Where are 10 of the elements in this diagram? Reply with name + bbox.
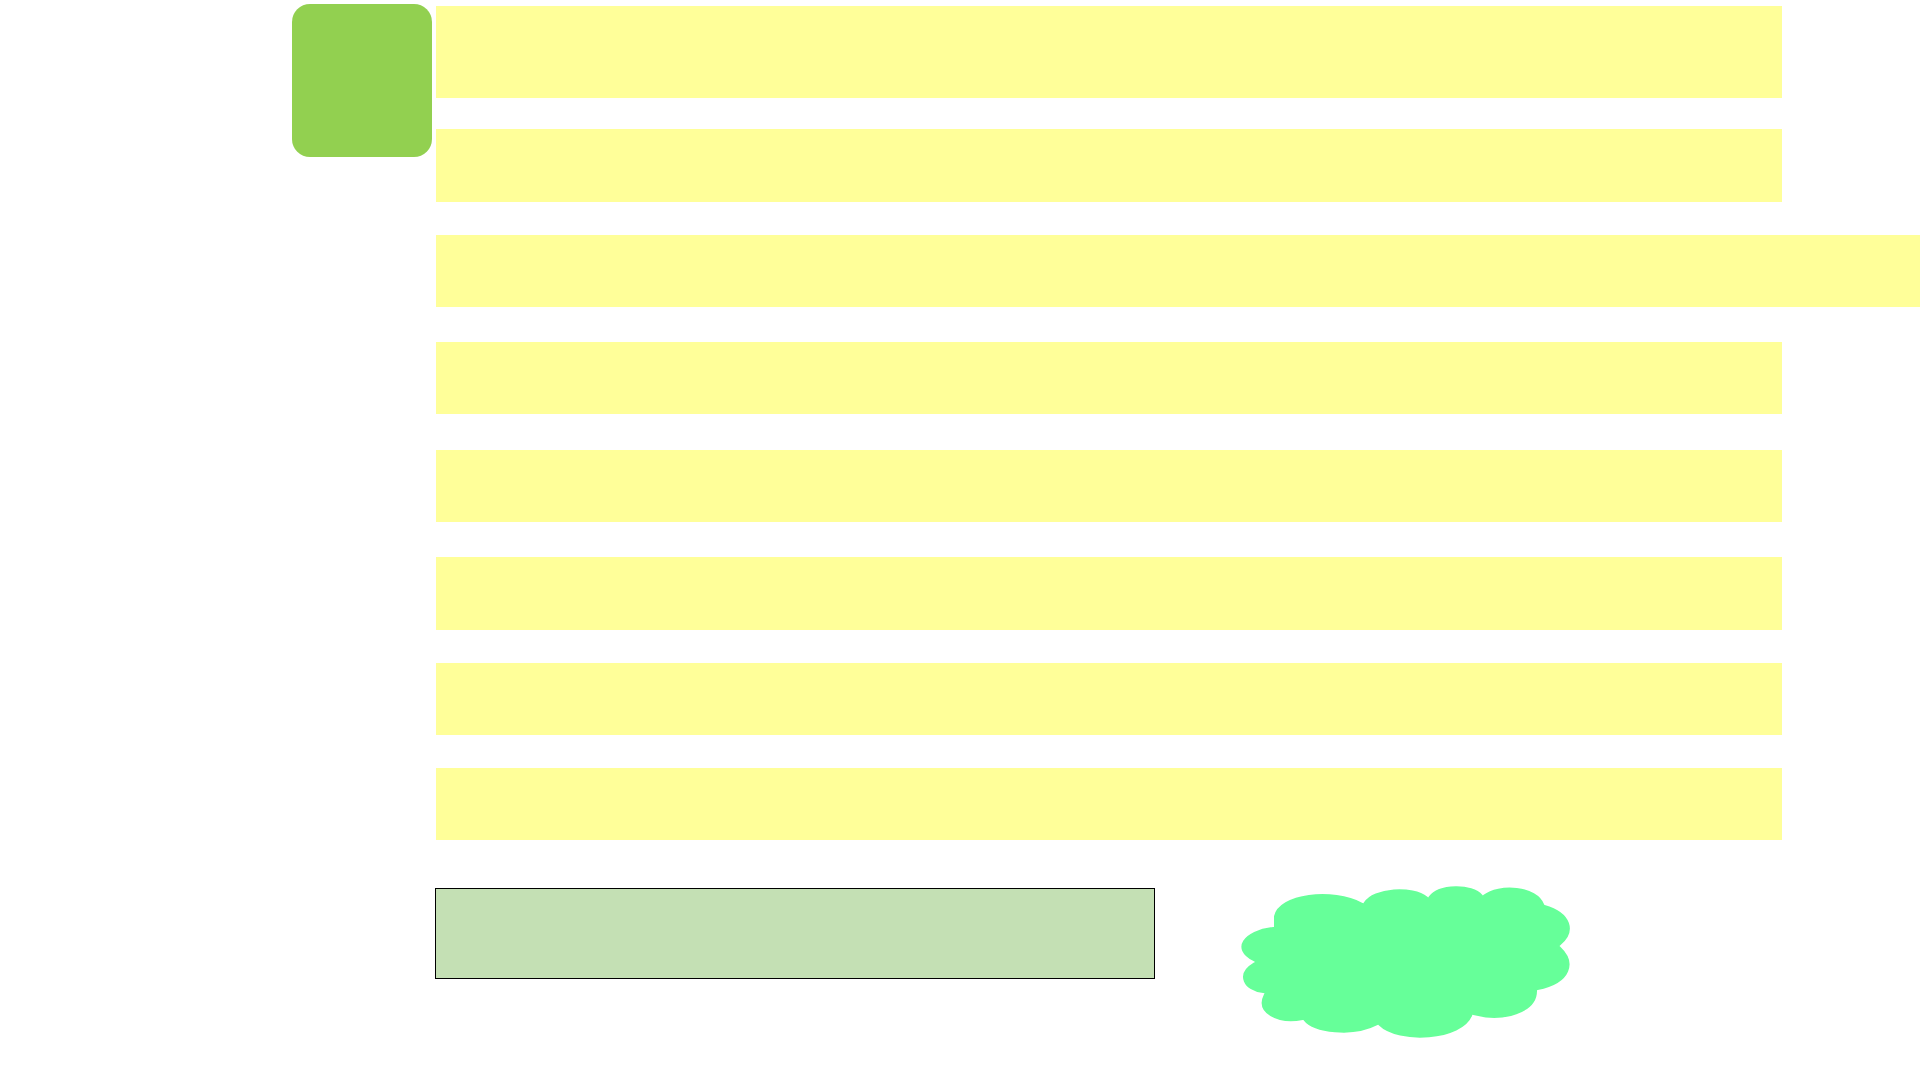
bar <box>436 557 1782 630</box>
bar <box>436 768 1782 840</box>
rounded-box <box>292 4 432 157</box>
bar <box>436 663 1782 735</box>
bar <box>436 6 1782 98</box>
bar <box>436 450 1782 522</box>
bar <box>436 129 1782 202</box>
bar <box>436 235 1920 307</box>
box <box>435 888 1155 979</box>
bar <box>436 342 1782 414</box>
